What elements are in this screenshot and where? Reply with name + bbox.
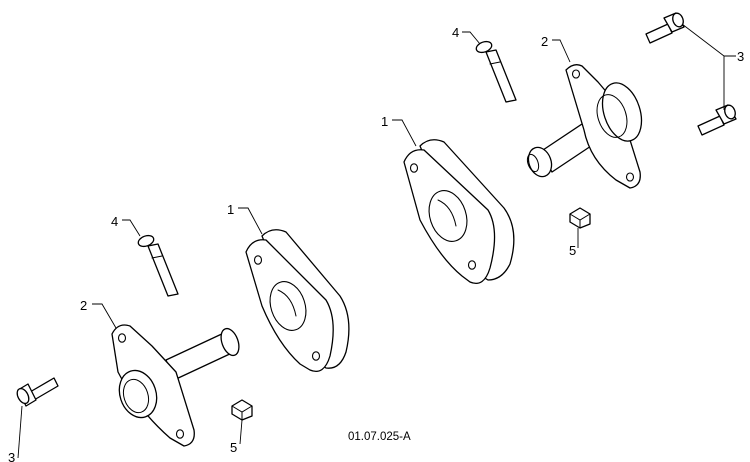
nut-front	[231, 399, 253, 421]
bolt-left	[16, 377, 59, 407]
callout-4-rear-pin: 4	[452, 25, 459, 40]
callout-5-rear-nut: 5	[569, 243, 576, 258]
drawing-reference: 01.07.025-A	[348, 431, 411, 443]
callout-2-rear-bearing: 2	[541, 34, 548, 49]
callout-3-left-bolt: 3	[8, 450, 15, 462]
bearing-flange-front	[111, 324, 240, 447]
nut-rear	[569, 207, 591, 229]
callout-1-front-spacer: 1	[227, 202, 234, 217]
pin-front	[137, 234, 179, 297]
callout-5-front-nut: 5	[230, 440, 237, 455]
bolt-upper-right	[645, 12, 685, 44]
spacer-block-front	[245, 229, 350, 373]
pin-rear	[475, 40, 517, 103]
bolt-lower-right	[697, 104, 737, 136]
callout-2-front-bearing: 2	[80, 298, 87, 313]
bearing-flange-rear	[526, 64, 643, 189]
callout-3-right-bolts: 3	[737, 49, 744, 64]
callout-4-front-pin: 4	[111, 214, 118, 229]
callout-1-rear-spacer: 1	[381, 114, 388, 129]
spacer-block-rear	[403, 139, 515, 285]
leader-lines	[17, 23, 736, 459]
